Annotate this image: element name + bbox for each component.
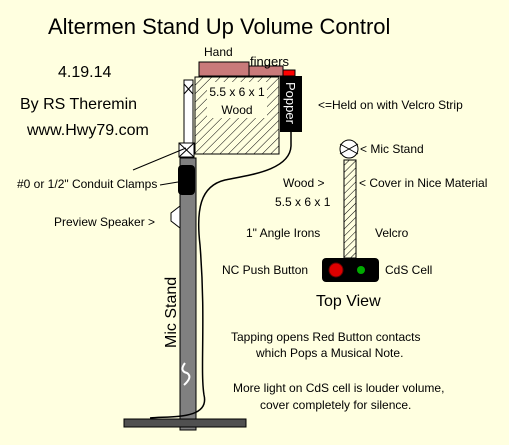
popper-cable: [149, 132, 292, 419]
popper-box: [280, 76, 302, 132]
red-button: [328, 262, 344, 278]
note-tapping-line1: Tapping opens Red Button contacts: [231, 330, 420, 344]
box-dims-label: 5.5 x 6 x 1: [209, 85, 265, 99]
top-view-pole: [343, 159, 357, 259]
upper-pole: [183, 79, 194, 153]
fingers-label: fingers: [250, 54, 290, 69]
stand-base: [123, 418, 247, 428]
note-light-line2: cover completely for silence.: [260, 398, 411, 412]
popper-label: Popper: [283, 82, 298, 125]
dims-label: 5.5 x 6 x 1: [275, 195, 331, 209]
note-light-line1: More light on CdS cell is louder volume,: [233, 381, 444, 395]
speaker-icon: [170, 204, 181, 230]
hand-shape: [198, 61, 250, 77]
mic-stand-vertical-label: Mic Stand: [163, 277, 180, 348]
top-view-label: Top View: [316, 293, 381, 310]
website-label: www.Hwy79.com: [26, 122, 149, 139]
nc-push-button-label: NC Push Button: [222, 263, 308, 277]
conduit-clamps-label: #0 or 1/2" Conduit Clamps: [17, 177, 157, 191]
mic-stand-short-label: < Mic Stand: [360, 142, 424, 156]
cover-label: < Cover in Nice Material: [359, 176, 487, 190]
popper-button: [282, 69, 296, 77]
cds-cell-label: CdS Cell: [385, 263, 432, 277]
date-label: 4.19.14: [58, 64, 111, 81]
velcro-note-label: <=Held on with Velcro Strip: [318, 98, 463, 112]
clamp-pointer-upper: [132, 147, 187, 171]
preview-speaker-label: Preview Speaker >: [54, 215, 155, 229]
pole-break-mark: [181, 362, 191, 386]
box-material-label: Wood: [221, 103, 252, 117]
lower-clamp: [178, 165, 195, 195]
angle-irons-label: 1" Angle Irons: [246, 226, 320, 240]
author-label: By RS Theremin: [20, 96, 137, 113]
note-tapping-line2: which Pops a Musical Note.: [255, 346, 403, 360]
clamp-pointer-lower: [159, 181, 179, 186]
velcro-label: Velcro: [375, 226, 409, 240]
diagram-title: Altermen Stand Up Volume Control: [48, 14, 390, 39]
cds-cell-dot: [357, 266, 365, 274]
hand-label: Hand: [204, 45, 233, 59]
wood-label: Wood >: [283, 176, 324, 190]
lower-pole: [179, 157, 197, 431]
